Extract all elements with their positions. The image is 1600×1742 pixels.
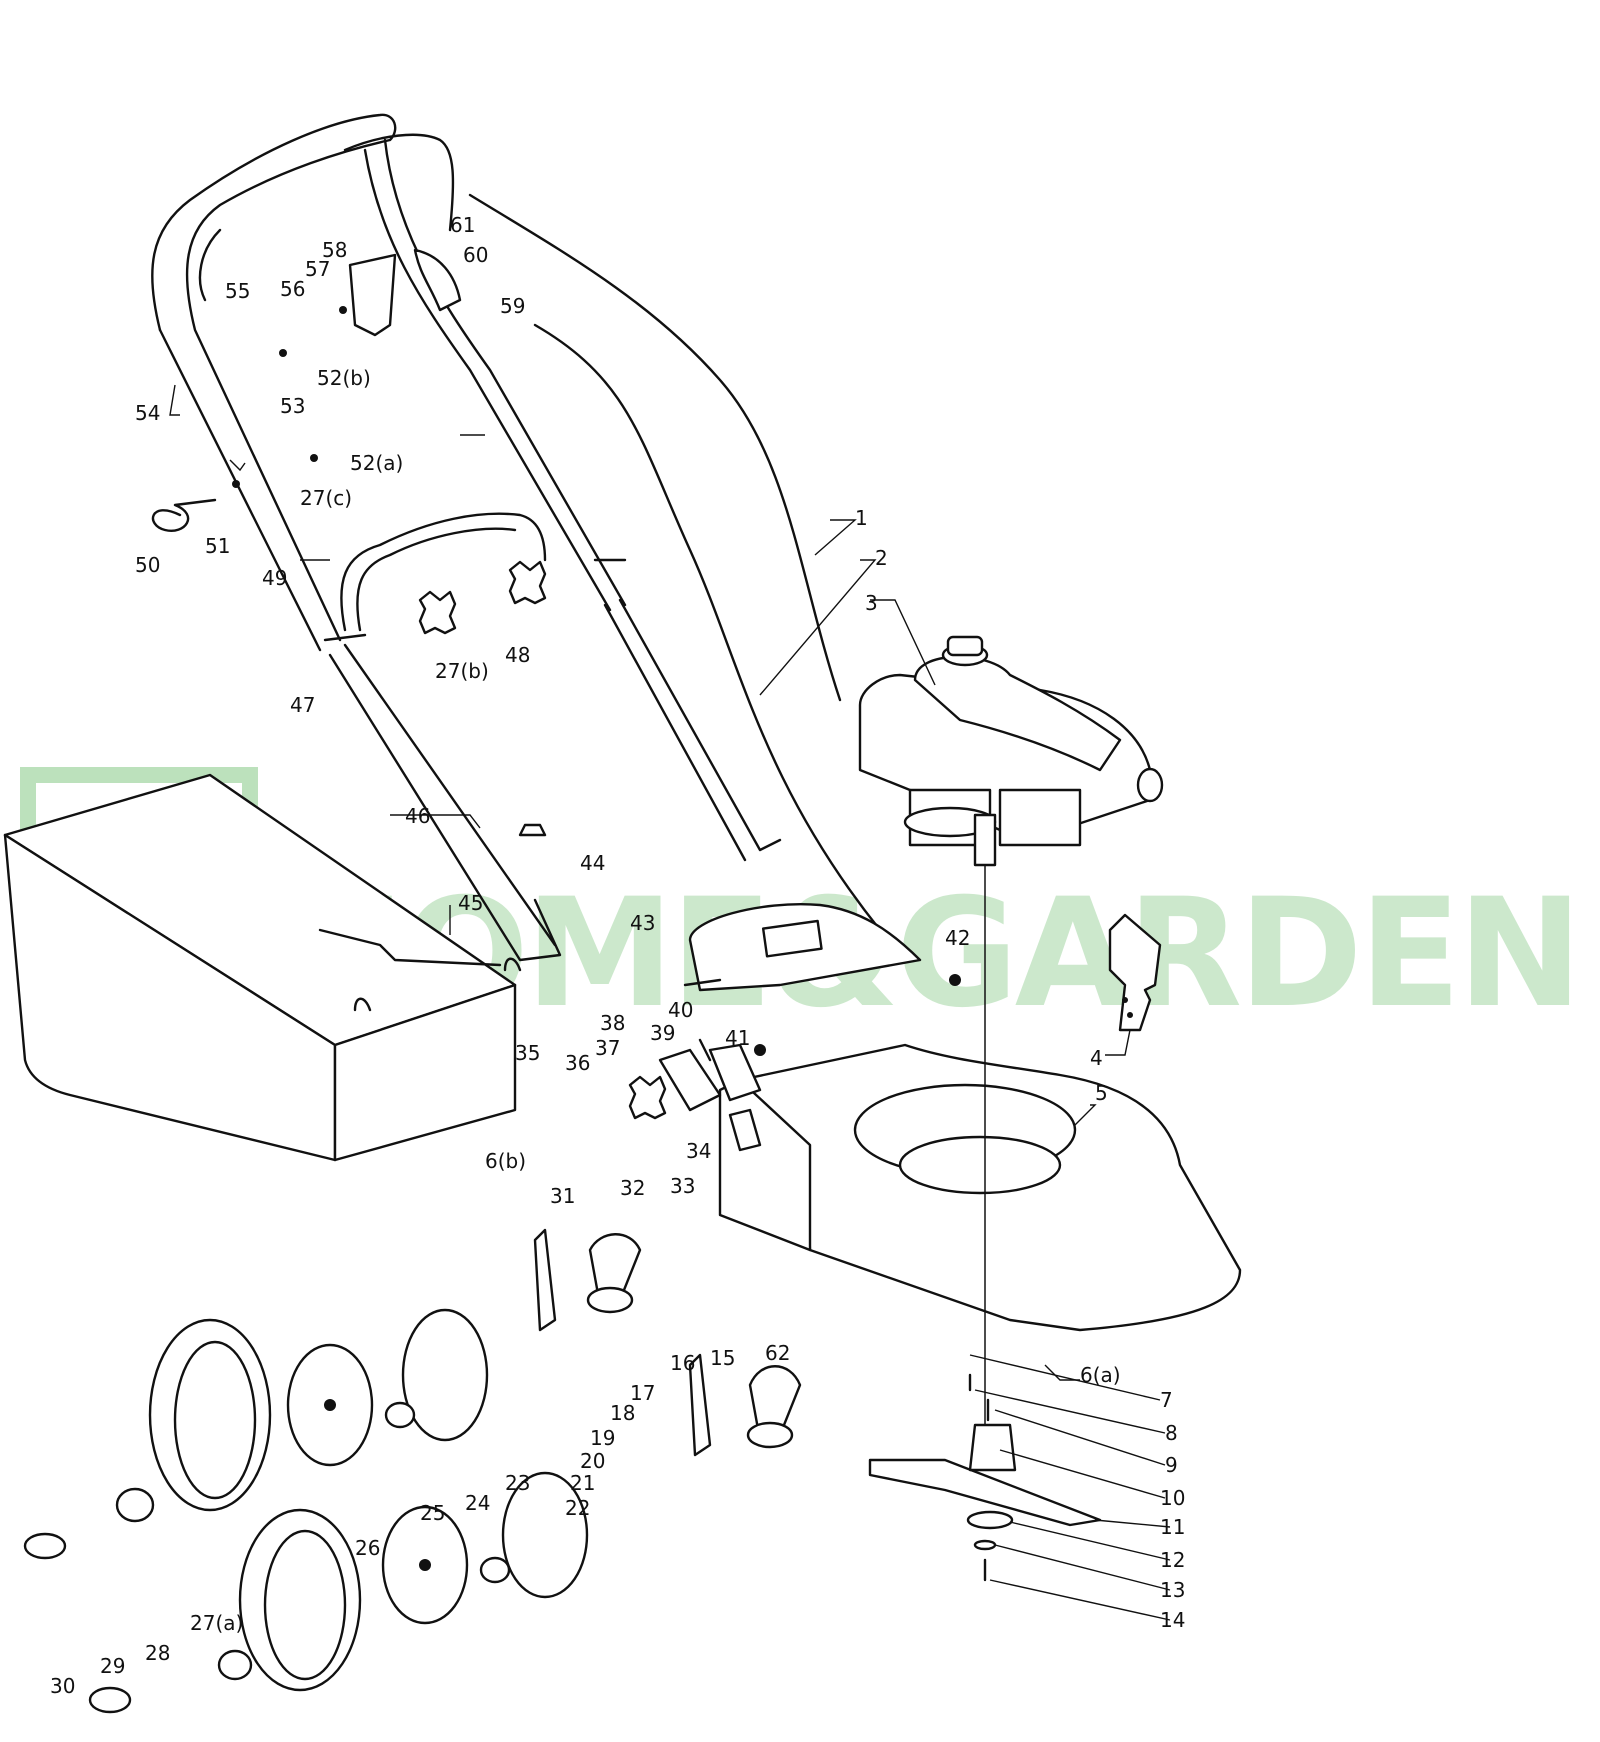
wheel-rear-hub (286, 1308, 489, 1467)
label-30: 30 (50, 1674, 75, 1698)
label-7: 7 (1160, 1388, 1173, 1412)
label-18: 18 (610, 1401, 635, 1425)
label-29: 29 (100, 1654, 125, 1678)
label-54: 54 (135, 401, 160, 425)
label-16: 16 (670, 1351, 695, 1375)
engine (858, 635, 1164, 867)
leader-lines (169, 384, 1171, 1621)
label-27a: 27(a) (190, 1611, 243, 1635)
handle-brace (340, 512, 547, 632)
label-59: 59 (500, 294, 525, 318)
label-10: 10 (1160, 1486, 1185, 1510)
label-55: 55 (225, 279, 250, 303)
lower-handle-right (603, 598, 782, 862)
label-34: 34 (686, 1139, 711, 1163)
label-41: 41 (725, 1026, 750, 1050)
quick-release-pin (151, 498, 217, 532)
label-9: 9 (1165, 1453, 1178, 1477)
label-26: 26 (355, 1536, 380, 1560)
label-42: 42 (945, 926, 970, 950)
label-25: 25 (420, 1501, 445, 1525)
blade-assembly (868, 864, 1102, 1582)
label-5: 5 (1095, 1081, 1108, 1105)
label-49: 49 (262, 566, 287, 590)
rear-axle-parts (628, 978, 762, 1152)
label-51: 51 (205, 534, 230, 558)
label-2: 2 (875, 546, 888, 570)
label-43: 43 (630, 911, 655, 935)
label-27b: 27(b) (435, 659, 489, 683)
label-22: 22 (565, 1496, 590, 1520)
label-38: 38 (600, 1011, 625, 1035)
mulch-bracket (1108, 913, 1162, 1032)
grass-catcher (3, 773, 522, 1162)
label-40: 40 (668, 998, 693, 1022)
label-6b: 6(b) (485, 1149, 526, 1173)
label-33: 33 (670, 1174, 695, 1198)
label-52a: 52(a) (350, 451, 403, 475)
label-6a: 6(a) (1080, 1363, 1121, 1387)
label-58: 58 (322, 238, 347, 262)
handle-knobs (323, 558, 627, 837)
label-35: 35 (515, 1041, 540, 1065)
label-37: 37 (595, 1036, 620, 1060)
label-32: 32 (620, 1176, 645, 1200)
label-19: 19 (590, 1426, 615, 1450)
label-52b: 52(b) (317, 366, 371, 390)
label-15: 15 (710, 1346, 735, 1370)
label-50: 50 (135, 553, 160, 577)
label-12: 12 (1160, 1548, 1185, 1572)
label-4: 4 (1090, 1046, 1103, 1070)
label-61: 61 (450, 213, 475, 237)
label-28: 28 (145, 1641, 170, 1665)
throttle-lever-bracket (232, 248, 462, 488)
label-47: 47 (290, 693, 315, 717)
label-56: 56 (280, 277, 305, 301)
label-27c: 27(c) (300, 486, 352, 510)
lower-handle-left (328, 643, 562, 962)
label-14: 14 (1160, 1608, 1185, 1632)
label-31: 31 (550, 1184, 575, 1208)
label-44: 44 (580, 851, 605, 875)
label-46: 46 (405, 804, 430, 828)
label-3: 3 (865, 591, 878, 615)
label-8: 8 (1165, 1421, 1178, 1445)
label-60: 60 (463, 243, 488, 267)
part-labels: 1 2 3 4 5 6(a) 6(b) 7 8 9 10 11 12 13 14… (50, 213, 1185, 1698)
label-57: 57 (305, 257, 330, 281)
mower-deck (688, 903, 1242, 1332)
upper-handle (151, 113, 627, 652)
wheel-rear-outer (115, 1318, 272, 1523)
label-11: 11 (1160, 1515, 1185, 1539)
front-height-adjuster (533, 1228, 802, 1457)
label-23: 23 (505, 1471, 530, 1495)
wheel-caps (23, 1532, 132, 1714)
label-20: 20 (580, 1449, 605, 1473)
label-1: 1 (855, 506, 868, 530)
wheel-front-outer (217, 1508, 362, 1692)
label-62: 62 (765, 1341, 790, 1365)
label-36: 36 (565, 1051, 590, 1075)
label-45: 45 (458, 891, 483, 915)
cable-1 (468, 193, 842, 702)
label-48: 48 (505, 643, 530, 667)
label-53: 53 (280, 394, 305, 418)
cable-2 (533, 323, 882, 932)
label-24: 24 (465, 1491, 490, 1515)
wheel-front-hub (381, 1471, 589, 1625)
label-17: 17 (630, 1381, 655, 1405)
label-39: 39 (650, 1021, 675, 1045)
label-21: 21 (570, 1471, 595, 1495)
label-13: 13 (1160, 1578, 1185, 1602)
